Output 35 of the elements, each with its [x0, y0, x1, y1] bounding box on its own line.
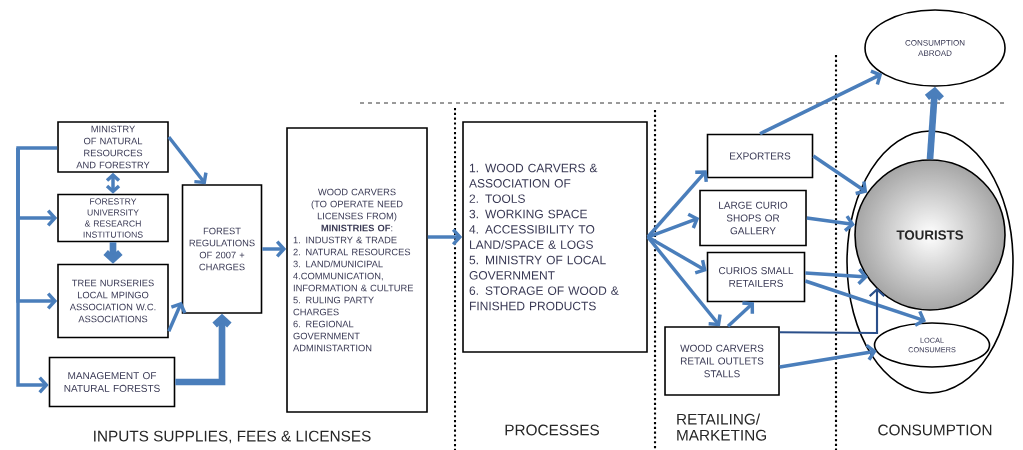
ellipse-node: CONSUMPTION ABROAD [864, 9, 1006, 87]
arrow [924, 86, 944, 160]
process-box: WOOD CARVERS RETAIL OUTLETS STALLS [664, 326, 780, 396]
process-box: MANAGEMENT OF NATURAL FORESTS [48, 356, 176, 408]
arrow [812, 154, 868, 196]
process-box: FOREST REGULATIONS OF 2007 + CHARGES [181, 184, 263, 314]
arrow [646, 170, 708, 239]
column-heading: INPUTS SUPPLIES, FEES & LICENSES [94, 430, 371, 444]
arrow [805, 268, 868, 285]
column-heading: RETAILING/ MARKETING [677, 413, 766, 441]
process-box: CURIOS SMALL RETAILERS [706, 251, 806, 303]
process-box: EXPORTERS [706, 133, 814, 179]
arrow [779, 288, 886, 335]
arrow [646, 235, 722, 327]
arrow [804, 279, 926, 327]
column-heading: PROCESSES [505, 424, 599, 436]
process-box: FORESTRY UNIVERSITY & RESEARCH INSTITUTIONS [57, 193, 169, 243]
process-box: LARGE CURIO SHOPS OR GALLERY [699, 189, 807, 247]
arrow [759, 69, 883, 136]
process-box: WOOD CARVERS (TO OPERATE NEED LICENSES FROM) MINISTRIES OF: 1. INDUSTRY & TRADE 2. NATURAL RESOURCES 3. LAND/MUNICIPAL 4.COMMUNICATION, INFORMATION & CULTURE 5. RULING PARTY CHARGES 6. REGIONAL GOVERNMENT ADMINISTARTION [286, 127, 428, 413]
arrow [16, 146, 58, 227]
arrow [167, 135, 208, 185]
arrow [16, 148, 49, 394]
arrow [427, 228, 463, 246]
process-box: TREE NURSERIES LOCAL MPINGO ASSOCIATION W.C. ASSOCIATIONS [57, 263, 169, 339]
ellipse-outline [846, 130, 1014, 394]
arrow [806, 215, 855, 232]
arrow [779, 343, 877, 369]
arrow [726, 301, 755, 328]
arrow [262, 240, 287, 258]
process-box: 1. WOOD CARVERS & ASSOCIATION OF 2. TOOLS 3. WORKING SPACE 4. ACCESSIBILITY TO LAND/SPACE & LOGS 5. MINISTRY OF LOCAL GOVERNMENT 6. STORAGE OF WOOD & FINISHED PRODUCTS [462, 121, 648, 353]
arrow [105, 172, 121, 194]
column-heading: CONSUMPTION [878, 424, 992, 436]
arrow [647, 212, 700, 239]
process-box: MINISTRY OF NATURAL RESOURCES AND FORESTRY [57, 121, 169, 173]
